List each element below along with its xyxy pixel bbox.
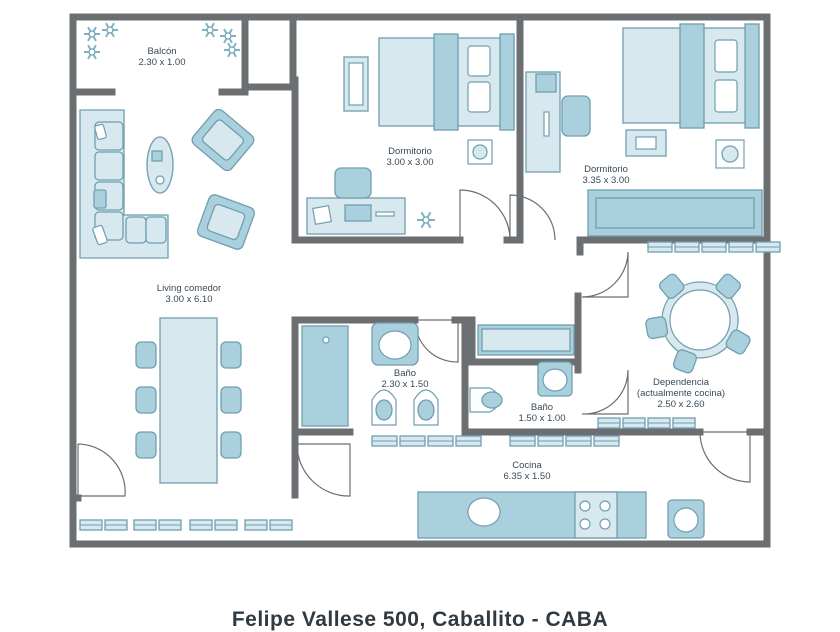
window-segment — [79, 519, 103, 531]
round-table-chair — [715, 273, 741, 299]
dining-chair — [220, 341, 242, 369]
address-caption: Felipe Vallese 500, Caballito - CABA — [231, 608, 609, 631]
label-dependencia-note: (actualmente cocina) — [637, 388, 725, 399]
living-furniture — [79, 108, 256, 484]
dining-chair — [135, 431, 157, 459]
label-bano1-dims: 2.30 x 1.50 — [381, 379, 428, 390]
label-balcon-dims: 2.30 x 1.00 — [138, 57, 185, 68]
label-cocina-dims: 6.35 x 1.50 — [503, 471, 550, 482]
window-segment — [537, 435, 564, 447]
label-balcon-name: Balcón — [147, 46, 176, 57]
window-segment — [674, 241, 700, 253]
window-segment — [701, 241, 727, 253]
bedroom-1-furniture — [306, 33, 515, 235]
window-segment — [647, 417, 671, 429]
window-segment — [509, 435, 536, 447]
bathroom-1-fixtures — [301, 322, 439, 427]
window-segment — [214, 519, 238, 531]
plant-icon — [102, 22, 118, 38]
window-strips — [79, 241, 781, 531]
window-segment — [104, 519, 128, 531]
window-segment — [565, 435, 592, 447]
floor-plan: .wall { fill:none; stroke:#6b6f72; strok… — [69, 13, 781, 548]
round-table-chair — [645, 316, 669, 340]
label-living-name: Living comedor — [157, 283, 221, 294]
kitchen-fixtures — [417, 491, 705, 539]
plant-icon — [202, 22, 218, 38]
bathroom-2-fixtures — [469, 324, 575, 413]
label-bano2-dims: 1.50 x 1.00 — [518, 413, 565, 424]
doors — [77, 189, 751, 497]
label-dependencia-dims: 2.50 x 2.60 — [657, 399, 704, 410]
window-segment — [371, 435, 398, 447]
plant-icon — [417, 211, 435, 229]
room-labels: Balcón 2.30 x 1.00 Dormitorio 3.00 x 3.0… — [138, 46, 725, 482]
label-dormitorio2-dims: 3.35 x 3.00 — [582, 175, 629, 186]
dining-chair — [220, 386, 242, 414]
window-segment — [622, 417, 646, 429]
label-dormitorio1-name: Dormitorio — [388, 146, 432, 157]
label-dependencia-name: Dependencia — [653, 377, 710, 388]
plant-icon — [224, 42, 240, 58]
plant-icon — [84, 44, 100, 60]
window-segment — [593, 435, 620, 447]
label-bano2-name: Baño — [531, 402, 553, 413]
window-segment — [158, 519, 182, 531]
dining-chair — [135, 341, 157, 369]
label-cocina-name: Cocina — [512, 460, 542, 471]
window-segment — [455, 435, 482, 447]
window-segment — [672, 417, 696, 429]
dependencia-furniture — [645, 273, 751, 374]
balcony-plants — [84, 22, 435, 229]
dining-chair — [135, 386, 157, 414]
label-dormitorio2-name: Dormitorio — [584, 164, 628, 175]
round-table-chair — [659, 273, 685, 299]
window-segment — [399, 435, 426, 447]
window-segment — [597, 417, 621, 429]
plant-icon — [220, 28, 236, 44]
window-segment — [755, 241, 781, 253]
window-segment — [427, 435, 454, 447]
window-segment — [728, 241, 754, 253]
round-table-chair — [672, 349, 698, 374]
window-segment — [244, 519, 268, 531]
label-dormitorio1-dims: 3.00 x 3.00 — [386, 157, 433, 168]
label-bano1-name: Baño — [394, 368, 416, 379]
bedroom-2-furniture — [525, 23, 763, 237]
dining-chair — [220, 431, 242, 459]
window-segment — [189, 519, 213, 531]
round-table-chair — [725, 329, 751, 355]
window-segment — [133, 519, 157, 531]
window-segment — [647, 241, 673, 253]
window-segment — [269, 519, 293, 531]
label-living-dims: 3.00 x 6.10 — [165, 294, 212, 305]
plant-icon — [84, 26, 100, 42]
